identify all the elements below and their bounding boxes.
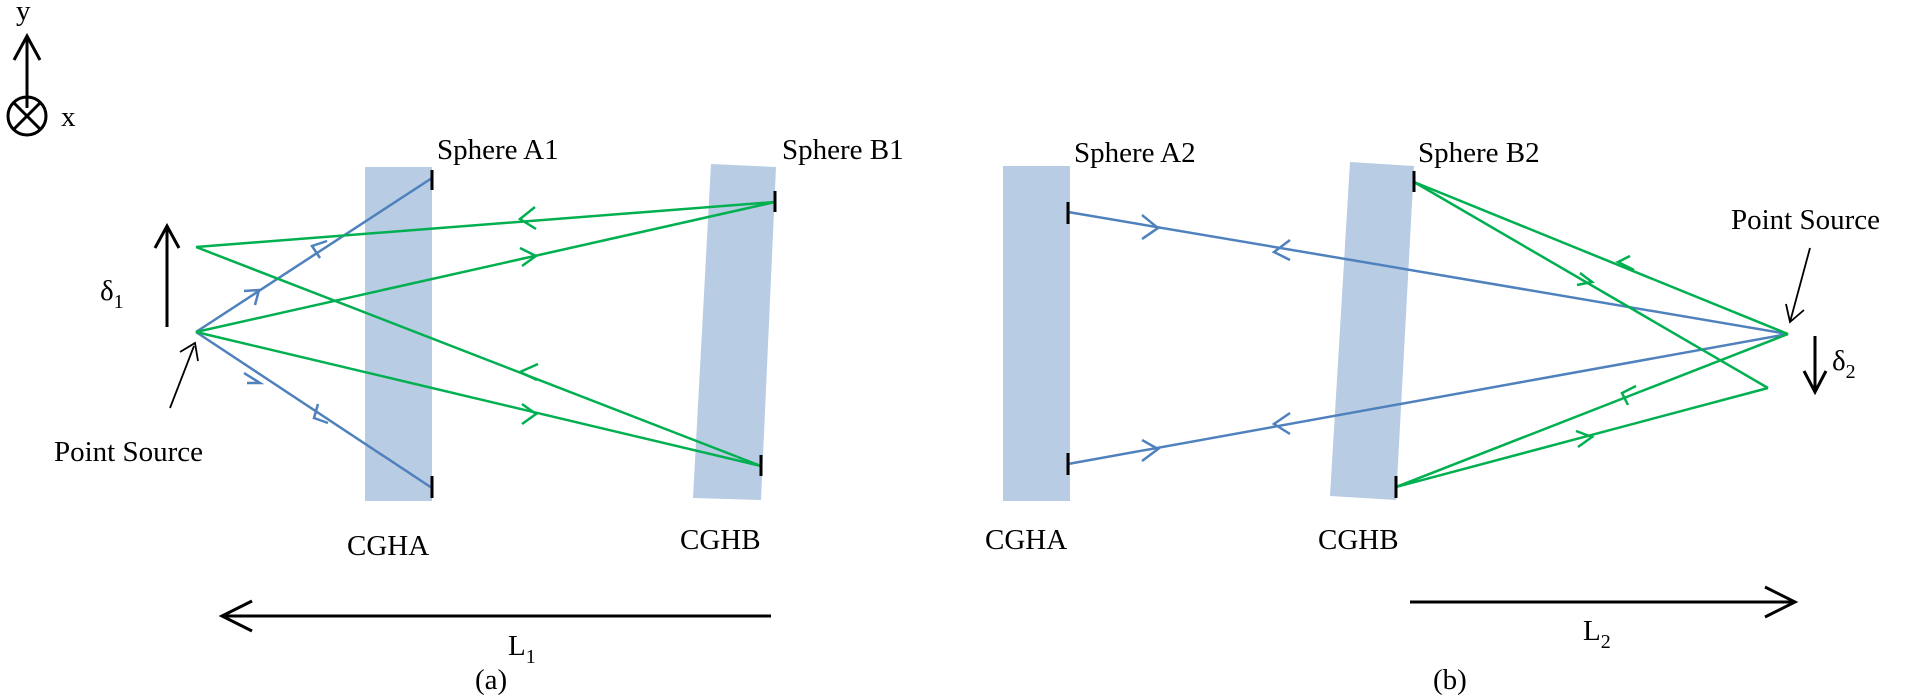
panel-a: δ1 Point Source Sphere A1 Sphere B1 CGHA… <box>54 134 904 696</box>
point-source-pointer-arrowhead-a <box>179 341 199 362</box>
delta1-arrowhead <box>153 222 181 249</box>
ray-green-a-2 <box>195 200 776 334</box>
sphere-a1-label: Sphere A1 <box>437 134 559 166</box>
point-source-pointer-arrowhead-b <box>1785 303 1805 324</box>
caption-a: (a) <box>475 664 507 696</box>
cgh-b-label-b: CGHB <box>1318 524 1399 556</box>
ray-blue-lower-b <box>1067 332 1789 466</box>
ray-green-arrowheads-a <box>516 206 539 426</box>
ray-blue-arrowheads-b <box>1141 214 1291 462</box>
ray-green-a-1 <box>195 200 776 249</box>
cgh-a-label-b: CGHA <box>985 524 1067 556</box>
point-source-label-a: Point Source <box>54 436 203 468</box>
cgh-b-plate-a <box>693 164 776 500</box>
ray-green-a-3 <box>195 245 762 468</box>
caption-b: (b) <box>1433 664 1467 696</box>
ray-green-b-2 <box>1413 180 1769 390</box>
cgh-b-plate-b <box>1330 162 1414 500</box>
point-source-label-b: Point Source <box>1731 204 1880 236</box>
ray-green-b-1 <box>1413 180 1789 336</box>
ray-blue-arrowheads-a <box>243 239 329 425</box>
l2-label: L2 <box>1583 615 1611 653</box>
l1-arrowhead <box>218 599 253 633</box>
ray-green-b-3 <box>1395 332 1789 489</box>
sphere-a2-label: Sphere A2 <box>1074 137 1196 169</box>
delta1-label: δ1 <box>100 275 124 313</box>
sphere-b2-label: Sphere B2 <box>1418 137 1540 169</box>
x-axis-cross-b <box>12 101 42 131</box>
sphere-b1-label: Sphere B1 <box>782 134 904 166</box>
y-axis-label: y <box>16 0 31 27</box>
cgh-b-label-a: CGHB <box>680 524 761 556</box>
ray-green-b-4 <box>1395 386 1769 489</box>
panel-b: δ2 Point Source Sphere A2 Sphere B2 CGHA… <box>985 137 1880 696</box>
cgh-a-plate-b <box>1003 166 1070 501</box>
ray-blue-upper-b <box>1067 210 1789 336</box>
ray-green-a-4 <box>195 330 762 468</box>
l1-label: L1 <box>508 630 536 668</box>
x-axis-into-page-icon <box>6 95 48 137</box>
y-axis-arrowhead <box>12 32 42 61</box>
point-source-pointer-b <box>1789 247 1811 323</box>
axes-symbol: y x <box>6 0 76 137</box>
point-source-pointer-a <box>169 345 195 409</box>
ray-blue-upper-a <box>195 176 433 334</box>
delta2-label: δ2 <box>1832 345 1856 383</box>
cgh-a-label-a: CGHA <box>347 530 429 562</box>
ray-blue-lower-a <box>195 330 433 490</box>
delta2-arrowhead <box>1802 370 1828 396</box>
l2-arrowhead <box>1764 585 1799 619</box>
x-axis-label: x <box>61 101 76 133</box>
ray-green-arrowheads-b <box>1575 254 1637 449</box>
